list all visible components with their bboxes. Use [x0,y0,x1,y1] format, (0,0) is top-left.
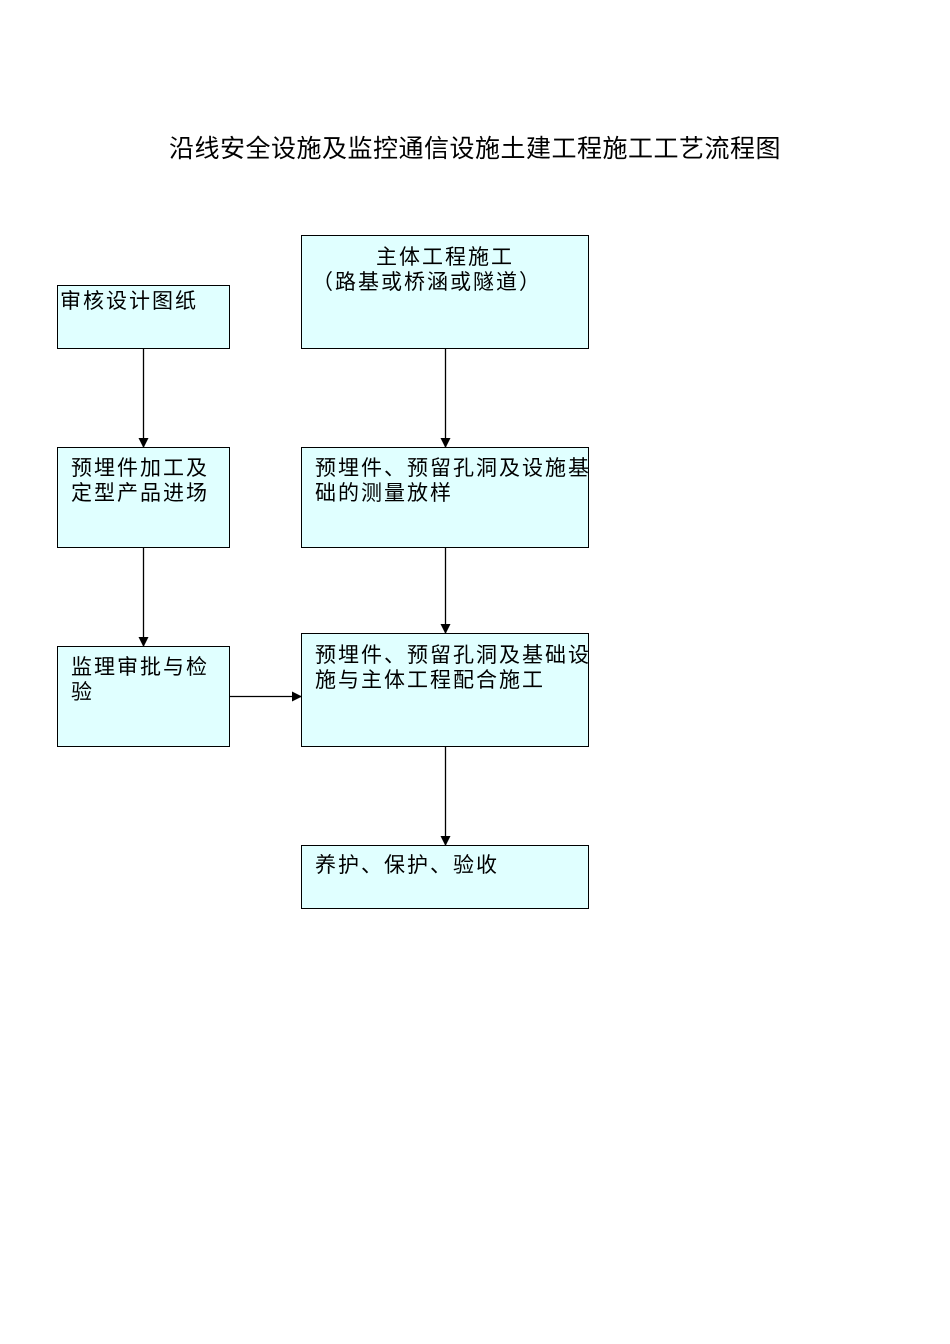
survey-layout-line-1: 预埋件、预留孔洞及设施基 [315,456,589,480]
supervision-approval-line-1: 监理审批与检 [71,655,209,679]
coordinated-construction-line-2: 施与主体工程配合施工 [315,668,545,692]
supervision-approval-line-2: 验 [71,680,94,704]
embedded-processing-box: 预埋件加工及 定型产品进场 [57,447,230,548]
page-title: 沿线安全设施及监控通信设施土建工程施工工艺流程图 [168,134,781,163]
supervision-approval-box: 监理审批与检 验 [57,646,230,747]
coordinated-construction-line-1: 预埋件、预留孔洞及基础设 [315,643,589,667]
survey-layout-box: 预埋件、预留孔洞及设施基 础的测量放样 [301,447,589,548]
coordinated-construction-box: 预埋件、预留孔洞及基础设 施与主体工程配合施工 [301,633,589,747]
maintenance-acceptance-line-1: 养护、保护、验收 [315,853,499,877]
maintenance-acceptance-box: 养护、保护、验收 [301,845,589,909]
survey-layout-line-2: 础的测量放样 [315,481,453,505]
review-drawings-box: 审核设计图纸 [57,285,230,349]
main-works-line-2: （路基或桥涵或隧道） [312,270,542,294]
review-drawings-line-1: 审核设计图纸 [60,289,198,313]
main-works-line-1: 主体工程施工 [376,245,514,269]
embedded-processing-line-2: 定型产品进场 [71,481,209,505]
main-works-box: 主体工程施工 （路基或桥涵或隧道） [301,235,589,349]
embedded-processing-line-1: 预埋件加工及 [71,456,209,480]
